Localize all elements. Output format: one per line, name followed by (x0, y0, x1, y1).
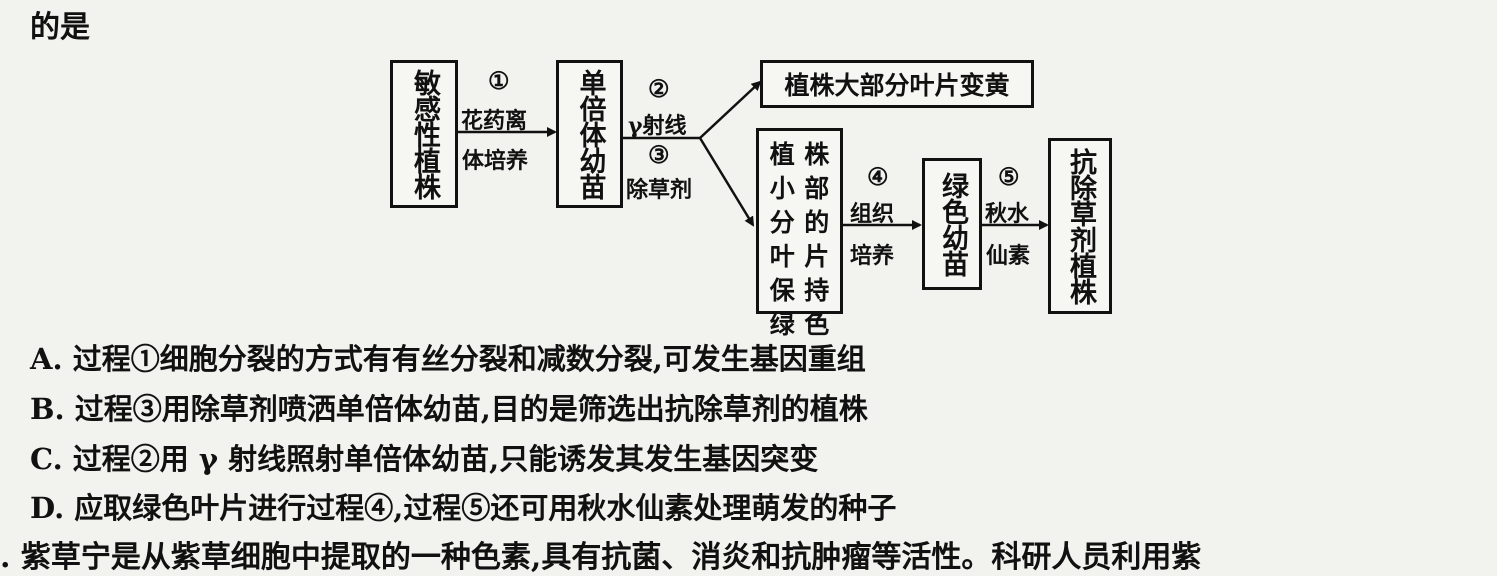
arrow3-label: 除草剂 (626, 177, 693, 203)
arrow4-label-top: 组织 (850, 201, 895, 227)
arrow1-number: ① (488, 66, 510, 95)
option-c: C. 过程②用 γ 射线照射单倍体幼苗,只能诱发其发生基因突变 (30, 442, 819, 476)
box-haploid-seedling: 单倍体幼苗 (556, 60, 623, 208)
arrow5-label-bottom: 仙素 (986, 243, 1031, 269)
arrow-2 (699, 80, 762, 139)
box-leaves-yellow: 植株大部分叶片变黄 (760, 60, 1034, 108)
option-d: D. 应取绿色叶片进行过程④,过程⑤还可用秋水仙素处理萌发的种子 (30, 491, 897, 525)
arrow-3 (698, 137, 755, 227)
diagram-arrows (458, 80, 1049, 230)
box-resistant-plant: 抗除草剂植株 (1048, 138, 1112, 314)
box-leaves-green-text: 植 株 小 部 分 的 叶 片 保 持 绿 色 (769, 140, 830, 339)
arrow4-label-bottom: 培养 (850, 243, 895, 269)
header-text: 的是 (30, 10, 90, 45)
arrow4-number: ④ (867, 162, 889, 191)
arrow2-number: ② (648, 74, 670, 103)
arrow1-label-top: 花药离 (461, 108, 528, 134)
option-b: B. 过程③用除草剂喷洒单倍体幼苗,目的是筛选出抗除草剂的植株 (30, 392, 868, 426)
arrow5-number: ⑤ (998, 162, 1020, 191)
arrow5-label-top: 秋水 (985, 201, 1030, 227)
arrow1-label-bottom: 体培养 (462, 148, 529, 174)
next-question: . 紫草宁是从紫草细胞中提取的一种色素,具有抗菌、消炎和抗肿瘤等活性。科研人员利… (0, 540, 1202, 575)
box-sensitive-plant: 敏感性植株 (390, 60, 458, 208)
option-a: A. 过程①细胞分裂的方式有有丝分裂和减数分裂,可发生基因重组 (30, 342, 866, 376)
arrow3-number: ③ (648, 140, 670, 169)
box-leaves-green: 植 株 小 部 分 的 叶 片 保 持 绿 色 (756, 128, 843, 339)
box-green-seedling: 绿色幼苗 (922, 158, 982, 290)
arrow2-label: γ射线 (628, 113, 687, 139)
